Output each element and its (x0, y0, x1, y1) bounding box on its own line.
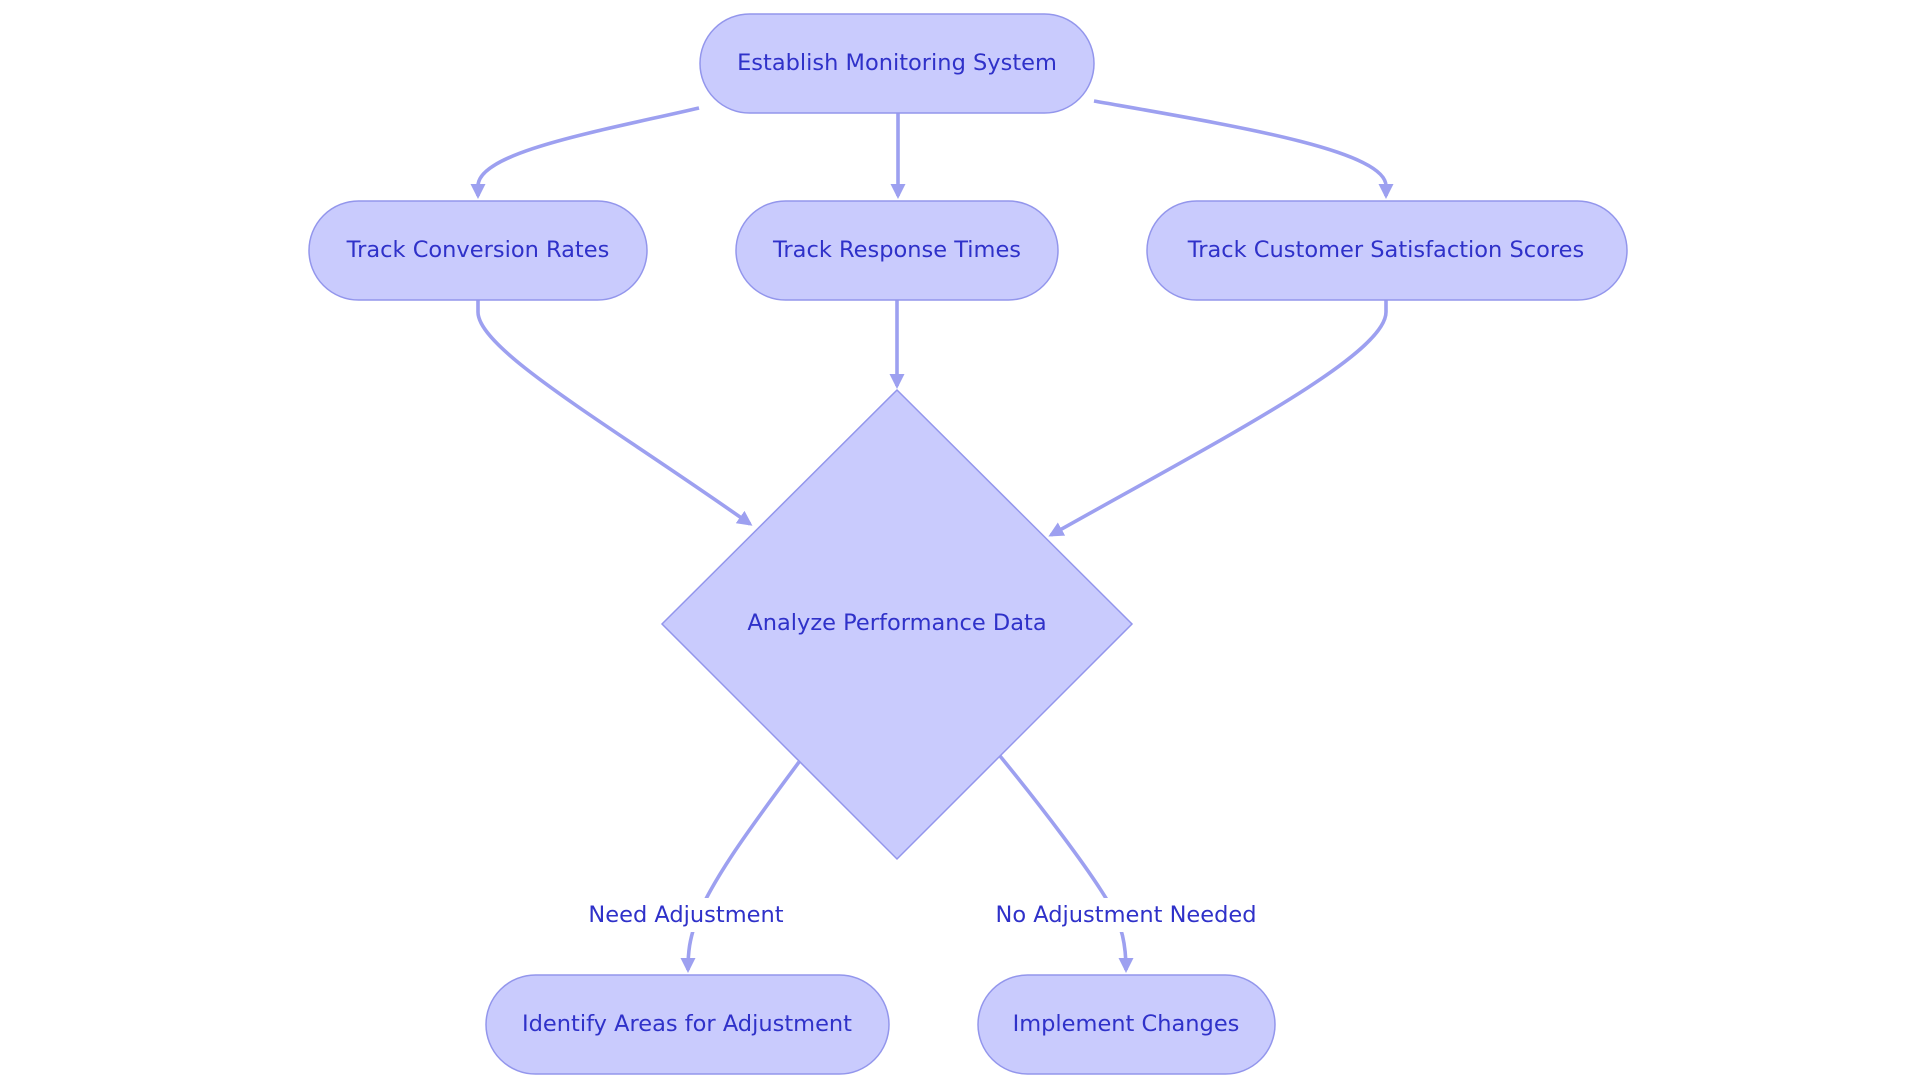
edge-establish-to-conversion (470, 106, 700, 200)
edge-label-background (584, 898, 788, 932)
node-implement-changes[interactable]: Implement Changes (977, 974, 1276, 1075)
node-label: Track Response Times (772, 237, 1021, 263)
node-shape (977, 974, 1276, 1075)
node-shape (308, 200, 648, 301)
node-establish-monitoring-system[interactable]: Establish Monitoring System (699, 13, 1095, 114)
edge-satisfaction-to-analyze (1048, 300, 1388, 537)
node-label: Track Customer Satisfaction Scores (1187, 237, 1584, 263)
node-label: Establish Monitoring System (737, 50, 1057, 76)
edge-label-text: Need Adjustment (588, 902, 783, 928)
node-shape (485, 974, 890, 1075)
node-label: Analyze Performance Data (747, 610, 1046, 636)
edge-label-background (992, 898, 1260, 932)
node-shape (735, 200, 1059, 301)
node-label: Track Conversion Rates (346, 237, 610, 263)
node-shape (699, 13, 1095, 114)
edge-analyze-to-implement (998, 754, 1134, 974)
node-shape (1146, 200, 1628, 301)
node-label: Implement Changes (1013, 1011, 1240, 1037)
node-track-customer-satisfaction-scores[interactable]: Track Customer Satisfaction Scores (1146, 200, 1628, 301)
node-identify-areas-for-adjustment[interactable]: Identify Areas for Adjustment (485, 974, 890, 1075)
edge-label-no-adjustment-needed: No Adjustment Needed (992, 898, 1260, 932)
node-label: Identify Areas for Adjustment (522, 1011, 852, 1037)
edge-conversion-to-analyze (476, 300, 753, 526)
node-analyze-performance-data[interactable]: Analyze Performance Data (660, 388, 1134, 861)
edge-label-need-adjustment: Need Adjustment (584, 898, 788, 932)
edge-analyze-to-identify (680, 760, 801, 974)
edge-label-text: No Adjustment Needed (995, 902, 1256, 928)
edge-establish-to-satisfaction (1093, 99, 1394, 200)
node-track-response-times[interactable]: Track Response Times (735, 200, 1059, 301)
node-track-conversion-rates[interactable]: Track Conversion Rates (308, 200, 648, 301)
decision-diamond (660, 388, 1134, 861)
